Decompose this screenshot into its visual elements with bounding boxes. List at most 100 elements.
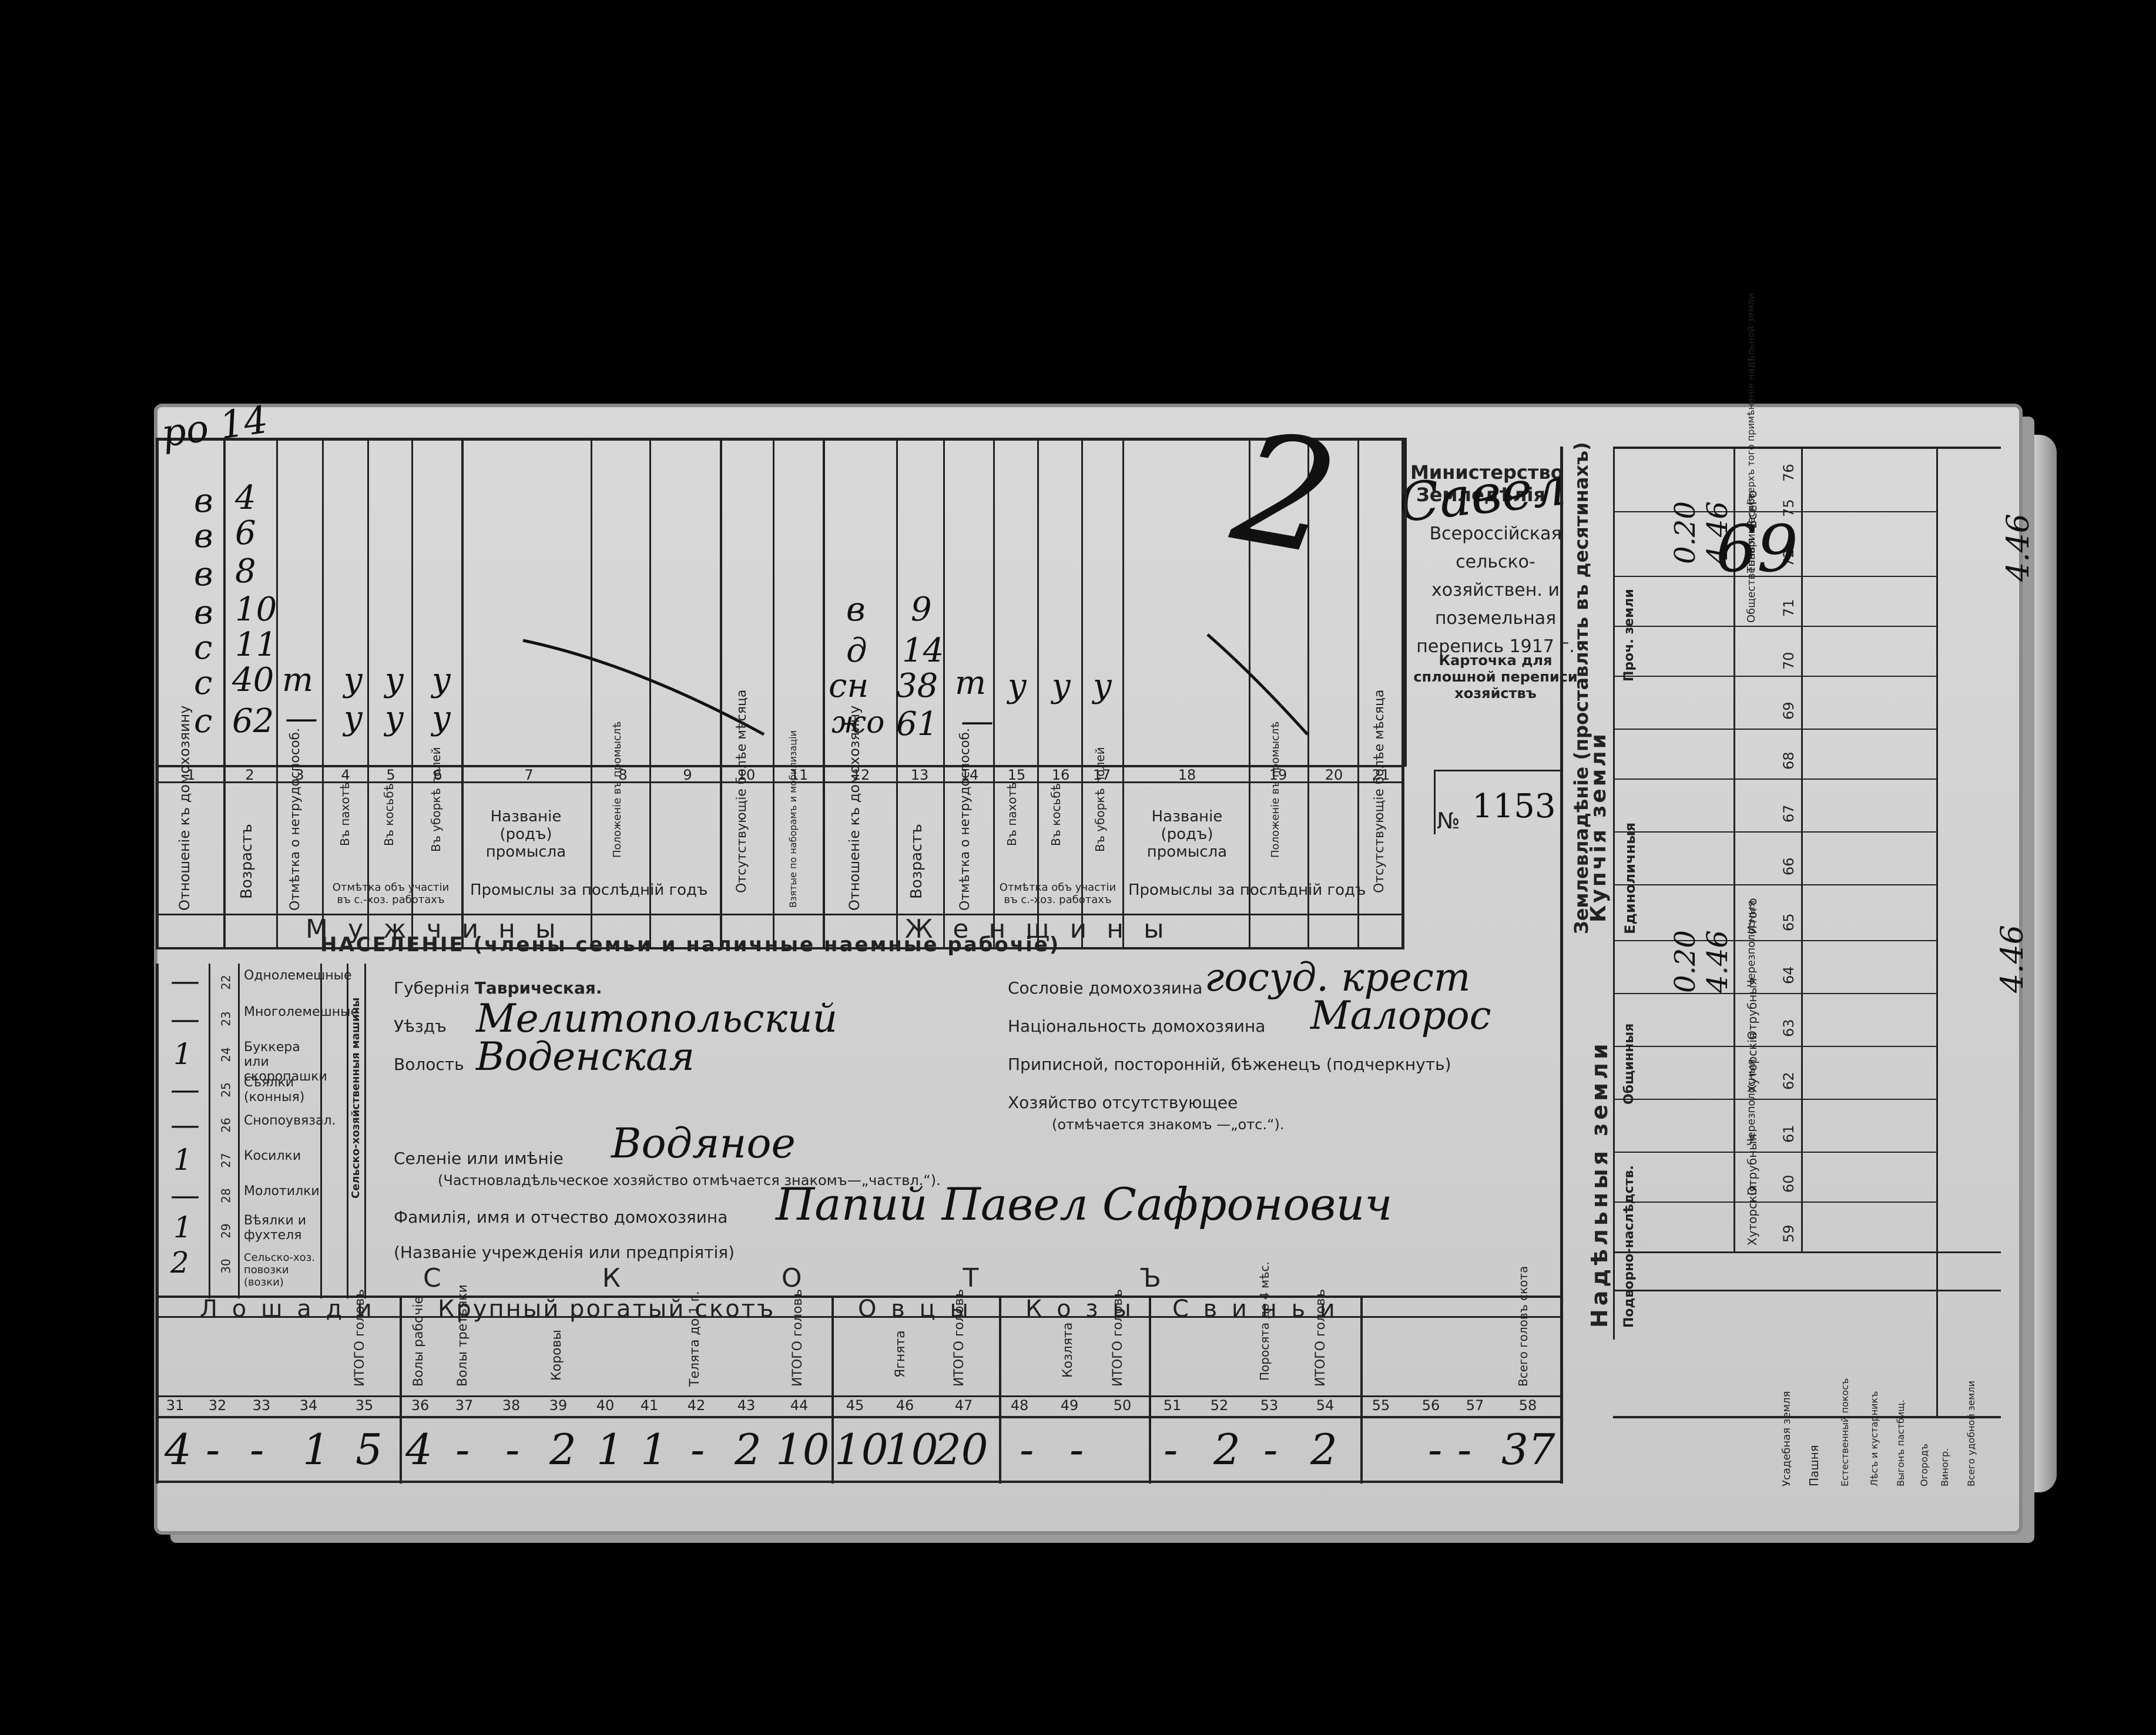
women-age: 9 [911, 590, 932, 629]
implement-label: Сѣялки (конныя) [244, 1075, 305, 1105]
women-rel: в [846, 590, 866, 629]
livestock-value: 4 [165, 1425, 192, 1474]
col-number: 56 [1421, 1397, 1440, 1414]
col-number: 3 [295, 767, 304, 783]
header-trade-position: Положеніе въ промыслѣ [611, 721, 623, 858]
col-number: 17 [1092, 767, 1111, 783]
livestock-header: Телята до 1 г. [688, 1291, 702, 1387]
col-number: 60 [1781, 1174, 1797, 1193]
col-number: 70 [1781, 652, 1797, 670]
bottom-label: Виногр. [1939, 1448, 1950, 1486]
col-number: 63 [1781, 1019, 1797, 1037]
women-rel: жо [831, 705, 885, 740]
volost-value: Воденская [476, 1034, 695, 1079]
livestock-value: 20 [934, 1425, 988, 1474]
livestock-value: - [250, 1425, 264, 1474]
col-number: 31 [166, 1397, 185, 1414]
livestock-value: 4 [405, 1425, 432, 1474]
col-number: 32 [208, 1397, 227, 1414]
land-margin-note: 4.46 [2001, 514, 2036, 582]
header-relation: Отношеніе къ домохозяину [176, 705, 193, 911]
header-harvest: Въ уборкѣ полей [429, 747, 443, 852]
livestock-header: ИТОГО головъ [353, 1289, 367, 1387]
col-number: 12 [851, 767, 870, 783]
men-age: 6 [235, 514, 256, 552]
header-disability: Отмѣтка о нетрудоспособ. [288, 728, 303, 911]
census-card [154, 404, 2023, 1535]
implement-num: 24 [219, 1047, 233, 1062]
header-trade-name: Названіе (родъ) промысла [1146, 808, 1228, 861]
col-number: 11 [790, 767, 809, 783]
men-rel: с [194, 629, 213, 667]
livestock-value: - [1163, 1425, 1178, 1474]
selo-note: (Частновладѣльческое хозяйство отмѣчаетс… [438, 1172, 941, 1189]
header-mow: Въ косьбѣ [1049, 783, 1063, 846]
registered-label: Приписной, посторонній, бѣженецъ (подчер… [1008, 1055, 1451, 1074]
name-label: Фамилія, имя и отчество домохозяина [394, 1207, 728, 1227]
land-value-75: 0.20 [1669, 501, 1702, 564]
implement-value: 2 [170, 1246, 189, 1280]
population-banner: НАСЕЛЕНІЕ (члены семьи и наличные наемны… [320, 933, 1061, 957]
col-number: 18 [1178, 767, 1196, 783]
col-number: 52 [1210, 1397, 1229, 1414]
col-number: 47 [954, 1397, 973, 1414]
implement-value: — [170, 1002, 200, 1036]
name-value: Папий Павел Сафронович [776, 1178, 1393, 1230]
implement-label: Однолемешные [244, 968, 352, 983]
col-number: 76 [1781, 464, 1797, 482]
livestock-header: Козлята [1061, 1322, 1075, 1378]
col-number: 6 [433, 767, 442, 783]
women-rel: сн [829, 667, 869, 705]
women-disability: — [961, 702, 994, 740]
men-age: 8 [235, 552, 256, 590]
land-edinol-label: Единоличныя [1622, 822, 1638, 934]
col-number: 42 [687, 1397, 706, 1414]
ministry-title: Министерство Земледѣлія [1410, 461, 1564, 506]
selo-value: Водяное [611, 1119, 796, 1167]
livestock-value: - [690, 1425, 705, 1474]
uezd-value: Мелитопольский [476, 996, 838, 1041]
header-mow: Въ косьбѣ [382, 783, 396, 846]
livestock-value: 2 [1310, 1425, 1337, 1474]
col-number: 61 [1781, 1125, 1797, 1143]
livestock-group-sheep: О в ц ы [858, 1296, 973, 1323]
census-title: Всероссійская сельско-хозяйствен. и позе… [1416, 523, 1575, 657]
col-number: 39 [549, 1397, 568, 1414]
livestock-group-horses: Л о ш а д и [200, 1296, 375, 1323]
col-number: 50 [1113, 1397, 1132, 1414]
col-number: 21 [1372, 767, 1390, 783]
absent-label: Хозяйство отсутствующее [1008, 1093, 1238, 1112]
implement-num: 27 [219, 1153, 233, 1168]
implement-num: 30 [219, 1259, 233, 1274]
nation-label: Національность домохозяина [1008, 1016, 1266, 1036]
col-number: 55 [1372, 1397, 1390, 1414]
land-header: Отрубныя [1745, 978, 1759, 1040]
col-number: 68 [1781, 751, 1797, 770]
men-harvest: у [432, 699, 451, 737]
col-number: 19 [1269, 767, 1287, 783]
land-header: Итого [1745, 898, 1759, 934]
col-number: 8 [618, 767, 628, 783]
header-harvest: Въ уборкѣ полей [1093, 747, 1107, 852]
implement-value: 1 [173, 1210, 192, 1244]
col-number: 66 [1781, 857, 1797, 875]
livestock-value: 1 [641, 1425, 668, 1474]
col-number: 10 [737, 767, 756, 783]
livestock-value: 10 [834, 1425, 888, 1474]
implement-label: Многолемешные [244, 1005, 358, 1019]
col-number: 69 [1781, 702, 1797, 720]
selo-label: Селеніе или имѣніе [394, 1149, 564, 1168]
institution-label: (Названіе учрежденія или предпріятія) [394, 1243, 735, 1262]
livestock-header: Волы рабочіе [411, 1296, 426, 1387]
bottom-label: Лѣсъ и кустарникъ [1869, 1391, 1880, 1487]
col-number: 15 [1007, 767, 1026, 783]
gubernia-label: Губернія Таврическая. [394, 978, 602, 998]
livestock-value: - [1020, 1425, 1034, 1474]
men-rel: в [194, 593, 213, 632]
livestock-value: - [1069, 1425, 1084, 1474]
implement-num: 23 [219, 1011, 233, 1026]
livestock-value: 2 [549, 1425, 576, 1474]
men-disability: — [285, 699, 318, 737]
implement-label: Молотилки [244, 1184, 320, 1199]
women-plough: у [1008, 667, 1027, 705]
